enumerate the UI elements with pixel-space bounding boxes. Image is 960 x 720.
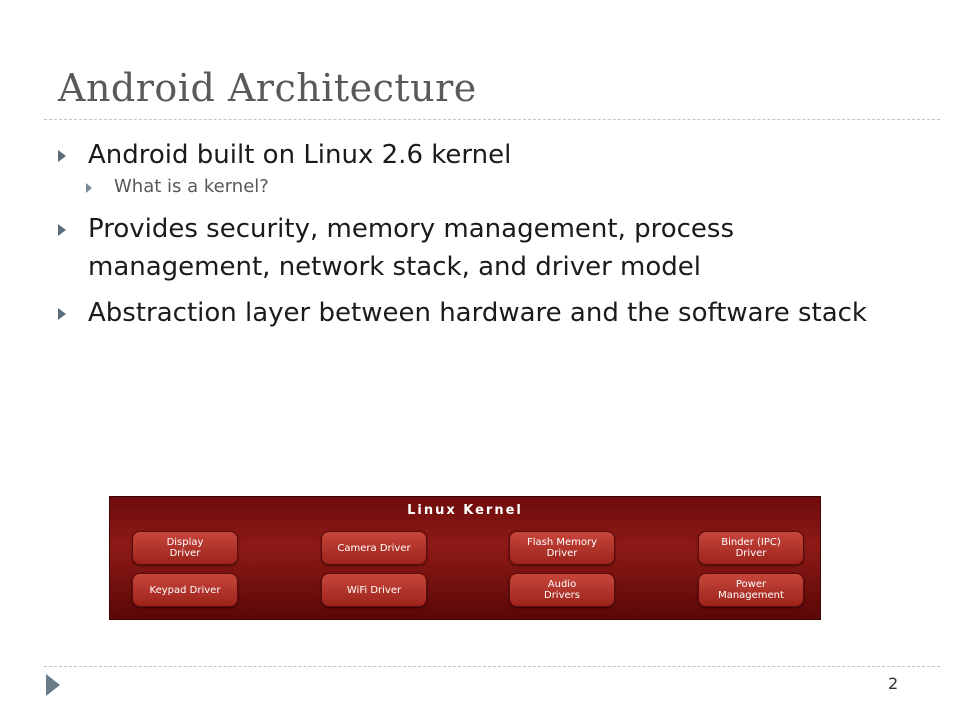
bullet-list: Android built on Linux 2.6 kernel What i… xyxy=(58,136,918,332)
footer-divider xyxy=(44,666,940,667)
driver-box: Binder (IPC) Driver xyxy=(698,531,804,565)
driver-box: Keypad Driver xyxy=(132,573,238,607)
kernel-title: Linux Kernel xyxy=(407,503,523,518)
sub-bullet-item: What is a kernel? xyxy=(86,174,918,200)
slide-title: Android Architecture xyxy=(58,66,477,110)
bullet-text: Android built on Linux 2.6 kernel xyxy=(88,140,512,170)
driver-box: Audio Drivers xyxy=(509,573,615,607)
footer-arrow-icon xyxy=(46,674,60,696)
sub-bullet-text: What is a kernel? xyxy=(114,176,269,197)
driver-box: Display Driver xyxy=(132,531,238,565)
bullet-arrow-icon xyxy=(58,150,66,162)
bullet-item: Android built on Linux 2.6 kernel xyxy=(58,136,918,174)
linux-kernel-diagram: Linux Kernel Display Driver Camera Drive… xyxy=(109,496,821,620)
driver-box: WiFi Driver xyxy=(321,573,427,607)
bullet-arrow-icon xyxy=(58,224,66,236)
bullet-arrow-icon xyxy=(58,308,66,320)
bullet-text: Abstraction layer between hardware and t… xyxy=(88,298,867,328)
title-divider xyxy=(44,119,940,120)
bullet-text: Provides security, memory management, pr… xyxy=(88,214,735,282)
driver-box: Camera Driver xyxy=(321,531,427,565)
bullet-item: Abstraction layer between hardware and t… xyxy=(58,294,918,332)
page-number: 2 xyxy=(888,674,899,693)
driver-box: Power Management xyxy=(698,573,804,607)
bullet-item: Provides security, memory management, pr… xyxy=(58,210,918,286)
driver-box: Flash Memory Driver xyxy=(509,531,615,565)
bullet-arrow-icon xyxy=(86,183,92,193)
